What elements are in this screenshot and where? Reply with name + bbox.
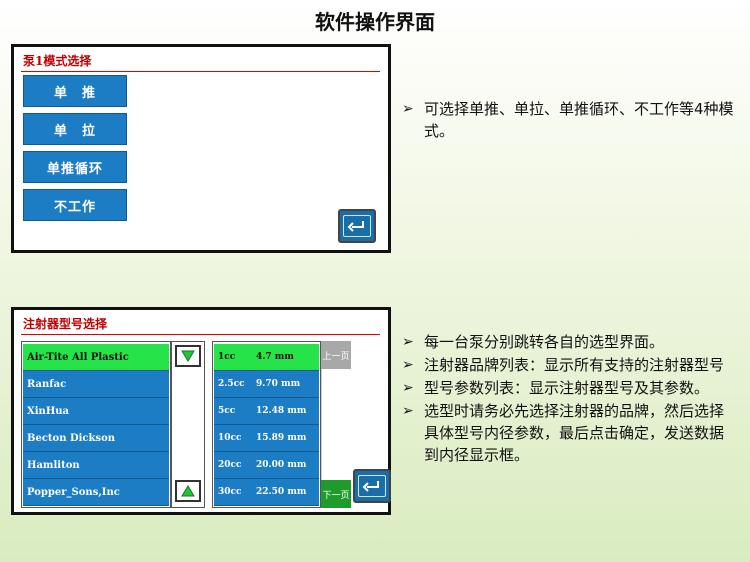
arrow-bullet-icon: ➢ bbox=[402, 357, 414, 373]
triangle-up-icon bbox=[181, 485, 195, 497]
return-button[interactable] bbox=[353, 469, 391, 503]
size-item[interactable]: 30cc 22.50 mm bbox=[214, 479, 319, 506]
size-volume: 30cc bbox=[218, 487, 242, 497]
brand-item[interactable]: Ranfac bbox=[23, 371, 169, 398]
arrow-bullet-icon: ➢ bbox=[402, 403, 414, 419]
brand-item[interactable]: Hamliton bbox=[23, 452, 169, 479]
note-item: ➢ 每一台泵分别跳转各自的选型界面。 bbox=[398, 331, 738, 353]
mode-select-panel: 泵1模式选择 单 推 单 拉 单推循环 不工作 bbox=[11, 44, 391, 253]
return-arrow-icon bbox=[347, 221, 364, 232]
prev-page-button[interactable]: 上一页 bbox=[321, 341, 351, 369]
size-item[interactable]: 1cc 4.7 mm bbox=[214, 344, 319, 371]
brand-item[interactable]: XinHua bbox=[23, 398, 169, 425]
brand-item[interactable]: Air-Tite All Plastic bbox=[23, 344, 169, 371]
size-volume: 5cc bbox=[218, 406, 236, 416]
note-item: ➢ 选型时请务必先选择注射器的品牌，然后选择具体型号内径参数，最后点击确定，发送… bbox=[398, 400, 738, 466]
size-diameter: 12.48 mm bbox=[256, 406, 307, 416]
mode-push-cycle-button[interactable]: 单推循环 bbox=[23, 151, 127, 183]
arrow-bullet-icon: ➢ bbox=[402, 334, 414, 350]
scroll-up-button[interactable] bbox=[175, 480, 201, 502]
brand-list: Air-Tite All Plastic Ranfac XinHua Becto… bbox=[21, 341, 171, 508]
note-text: 选型时请务必先选择注射器的品牌，然后选择具体型号内径参数，最后点击确定，发送数据… bbox=[424, 402, 725, 464]
note-item: ➢ 可选择单推、单拉、单推循环、不工作等4种模式。 bbox=[398, 98, 738, 142]
title-divider bbox=[21, 334, 380, 335]
brand-item[interactable]: Popper_Sons,Inc bbox=[23, 479, 169, 506]
mode-panel-title: 泵1模式选择 bbox=[23, 54, 92, 68]
size-item[interactable]: 10cc 15.89 mm bbox=[214, 425, 319, 452]
note-item: ➢ 型号参数列表：显示注射器型号及其参数。 bbox=[398, 377, 738, 399]
next-page-button[interactable]: 下一页 bbox=[321, 480, 351, 508]
arrow-bullet-icon: ➢ bbox=[402, 101, 414, 117]
size-list: 1cc 4.7 mm 2.5cc 9.70 mm 5cc 12.48 mm 10… bbox=[212, 341, 321, 508]
size-volume: 2.5cc bbox=[218, 379, 245, 389]
page-column bbox=[321, 369, 352, 480]
brand-item[interactable]: Becton Dickson bbox=[23, 425, 169, 452]
size-volume: 1cc bbox=[218, 352, 236, 362]
note-text: 型号参数列表：显示注射器型号及其参数。 bbox=[424, 379, 710, 397]
mode-single-pull-button[interactable]: 单 拉 bbox=[23, 113, 127, 145]
mode-single-push-button[interactable]: 单 推 bbox=[23, 75, 127, 107]
arrow-bullet-icon: ➢ bbox=[402, 380, 414, 396]
note-item: ➢ 注射器品牌列表：显示所有支持的注射器型号 bbox=[398, 354, 738, 376]
note-text: 可选择单推、单拉、单推循环、不工作等4种模式。 bbox=[424, 100, 734, 140]
size-volume: 10cc bbox=[218, 433, 242, 443]
syringe-panel-title: 注射器型号选择 bbox=[23, 317, 108, 331]
brand-scrollbar[interactable] bbox=[171, 341, 205, 508]
size-diameter: 22.50 mm bbox=[256, 487, 307, 497]
syringe-notes: ➢ 每一台泵分别跳转各自的选型界面。 ➢ 注射器品牌列表：显示所有支持的注射器型… bbox=[398, 331, 738, 467]
size-diameter: 9.70 mm bbox=[256, 379, 301, 389]
syringe-select-panel: 注射器型号选择 Air-Tite All Plastic Ranfac XinH… bbox=[11, 307, 391, 515]
mode-idle-button[interactable]: 不工作 bbox=[23, 189, 127, 221]
size-diameter: 20.00 mm bbox=[256, 460, 307, 470]
return-arrow-icon bbox=[362, 481, 379, 492]
triangle-down-icon bbox=[181, 350, 195, 362]
size-diameter: 15.89 mm bbox=[256, 433, 307, 443]
size-item[interactable]: 2.5cc 9.70 mm bbox=[214, 371, 319, 398]
page-title: 软件操作界面 bbox=[315, 10, 435, 34]
note-text: 每一台泵分别跳转各自的选型界面。 bbox=[424, 333, 665, 351]
size-item[interactable]: 20cc 20.00 mm bbox=[214, 452, 319, 479]
size-diameter: 4.7 mm bbox=[256, 352, 294, 362]
scroll-down-button[interactable] bbox=[175, 345, 201, 367]
title-divider bbox=[21, 71, 380, 72]
size-item[interactable]: 5cc 12.48 mm bbox=[214, 398, 319, 425]
mode-notes: ➢ 可选择单推、单拉、单推循环、不工作等4种模式。 bbox=[398, 98, 738, 143]
note-text: 注射器品牌列表：显示所有支持的注射器型号 bbox=[424, 356, 725, 374]
return-button[interactable] bbox=[338, 209, 376, 243]
size-volume: 20cc bbox=[218, 460, 242, 470]
